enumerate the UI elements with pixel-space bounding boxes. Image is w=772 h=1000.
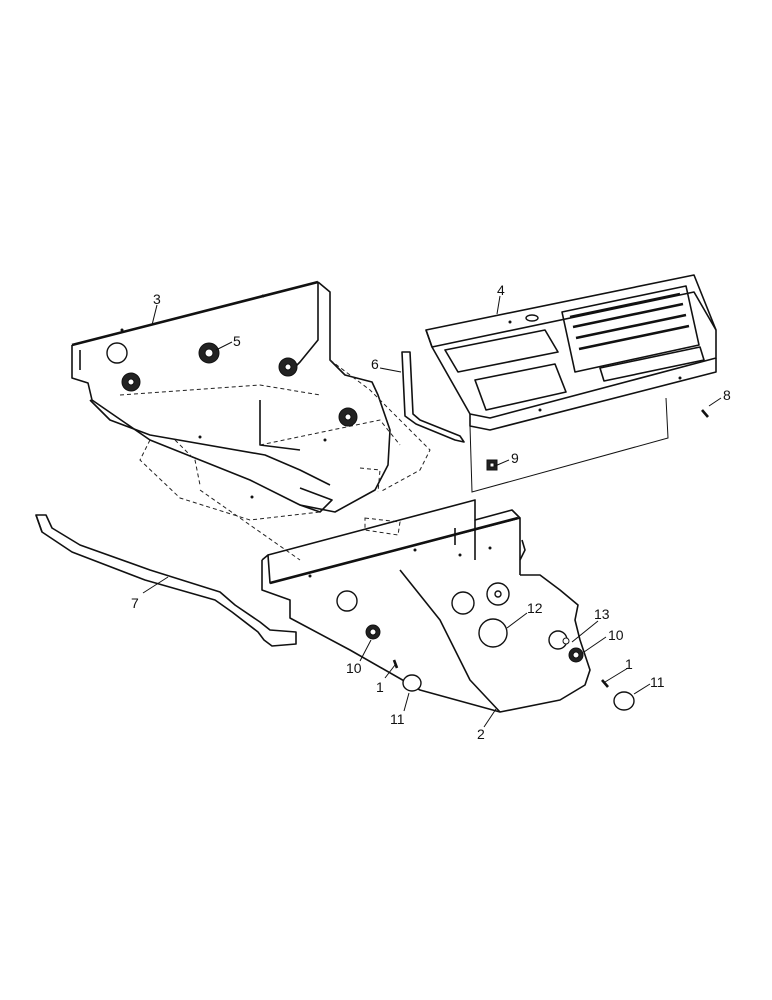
callout-2: 2 [477, 726, 485, 742]
callout-13: 13 [594, 606, 610, 622]
display-window [474, 363, 567, 411]
callout-11-right: 11 [650, 674, 665, 690]
callout-8: 8 [723, 387, 731, 403]
loose-hardware [392, 409, 709, 711]
callout-12: 12 [527, 600, 543, 616]
callout-5: 5 [233, 333, 241, 349]
knob-11-right [613, 691, 635, 711]
callout-3: 3 [153, 291, 161, 307]
part-6-bracket [401, 351, 465, 443]
part-3-shroud [71, 280, 431, 561]
callout-7: 7 [131, 595, 139, 611]
leader-lines [142, 295, 722, 728]
callout-11-left: 11 [390, 711, 405, 727]
part-9-clip [486, 459, 498, 471]
part-7-strap [35, 514, 297, 647]
panel-slot [525, 314, 539, 322]
callout-labels: 3 4 5 6 7 8 9 12 13 10 10 1 1 11 11 2 [131, 282, 731, 742]
shroud-hole [106, 342, 128, 364]
panel-hole [336, 590, 358, 612]
callout-10-right: 10 [608, 627, 624, 643]
callout-1-right: 1 [625, 656, 633, 672]
part-2-lower-panel [261, 499, 591, 713]
callout-6: 6 [371, 356, 379, 372]
part-4-dashboard [425, 274, 717, 493]
callout-4: 4 [497, 282, 505, 298]
callout-9: 9 [511, 450, 519, 466]
knob-12 [478, 618, 508, 648]
panel-hole [451, 591, 475, 615]
callout-1-left: 1 [376, 679, 384, 695]
knob-11-left [402, 674, 422, 692]
callout-10-left: 10 [346, 660, 362, 676]
